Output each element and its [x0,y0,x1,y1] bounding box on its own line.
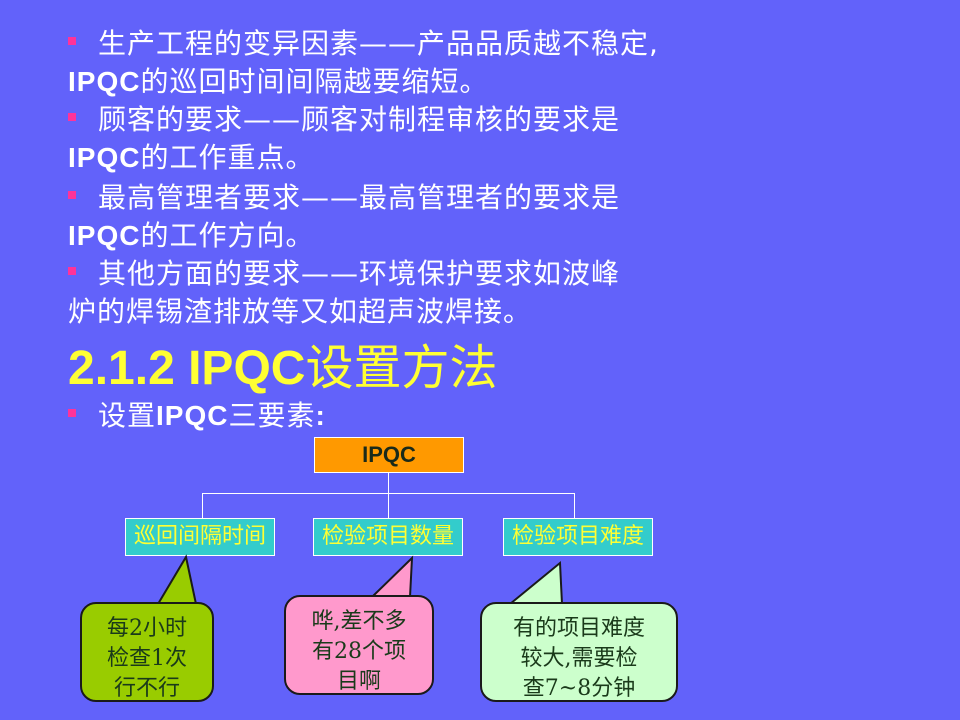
heading-number: 2.1.2 IPQC [68,342,306,395]
bullet-text: 最高管理者要求——最高管理者的要求是 [98,181,621,214]
connector-line [388,473,389,493]
bullet-icon [68,37,76,45]
sub-bullet: 设置IPQC三要素: [68,398,326,434]
heading-text: 设置方法 [305,340,498,396]
callout-line: 哗,差不多 [311,609,407,634]
ipqc-root-box: IPQC [314,437,464,473]
bullet-1-line-2: IPQC的巡回时间间隔越要缩短。 [68,64,488,100]
bullet-2-line-2: IPQC的工作重点。 [68,140,314,176]
ipqc-bold: IPQC [68,66,141,97]
bullet-4-line-1: 其他方面的要求——环境保护要求如波峰 [68,256,620,292]
ipqc-bold: IPQC [68,220,141,251]
callout-pink: 哗,差不多 有28个项 目啊 [284,595,434,695]
connector-line [202,493,203,518]
bullet-3-line-1: 最高管理者要求——最高管理者的要求是 [68,180,620,216]
callout-line: 查7~8分钟 [522,676,636,701]
callout-line: 检查1次 [107,646,187,671]
callout-line: 有28个项 [312,639,406,664]
ipqc-bold: IPQC [68,142,141,173]
bullet-text: 三要素 [228,399,316,432]
callout-green: 每2小时 检查1次 行不行 [80,602,214,702]
bullet-text: 生产工程的变异因素——产品品质越不稳定, [98,27,659,60]
child-box-patrol-interval: 巡回间隔时间 [125,518,275,556]
callout-lightgreen: 有的项目难度 较大,需要检 查7~8分钟 [480,602,678,702]
connector-line [574,493,575,518]
colon: : [315,400,326,431]
bullet-text: 其他方面的要求——环境保护要求如波峰 [98,257,621,290]
callout-line: 较大,需要检 [520,646,638,671]
callout-line: 每2小时 [107,616,187,641]
bullet-icon [68,191,76,199]
bullet-2-line-1: 顾客的要求——顾客对制程审核的要求是 [68,102,620,138]
bullet-icon [68,267,76,275]
callout-line: 有的项目难度 [512,616,645,641]
bullet-text: 的工作方向。 [140,219,315,252]
bullet-text: 炉的焊锡渣排放等又如超声波焊接。 [68,295,533,328]
callout-line: 行不行 [113,676,180,701]
bullet-icon [68,409,76,417]
ipqc-bold: IPQC [156,400,229,431]
child-box-item-difficulty: 检验项目难度 [503,518,653,556]
bullet-text: 顾客的要求——顾客对制程审核的要求是 [98,103,621,136]
section-heading: 2.1.2 IPQC设置方法 [68,340,497,397]
bullet-4-line-2: 炉的焊锡渣排放等又如超声波焊接。 [68,294,532,330]
bullet-icon [68,113,76,121]
bullet-3-line-2: IPQC的工作方向。 [68,218,314,254]
bullet-1-line-1: 生产工程的变异因素——产品品质越不稳定, [68,26,659,62]
bullet-text: 设置 [98,399,157,432]
child-box-item-count: 检验项目数量 [313,518,463,556]
bullet-text: 的工作重点。 [140,141,315,174]
connector-line [388,493,389,518]
bullet-text: 的巡回时间间隔越要缩短。 [140,65,489,98]
callout-line: 目啊 [336,669,381,694]
